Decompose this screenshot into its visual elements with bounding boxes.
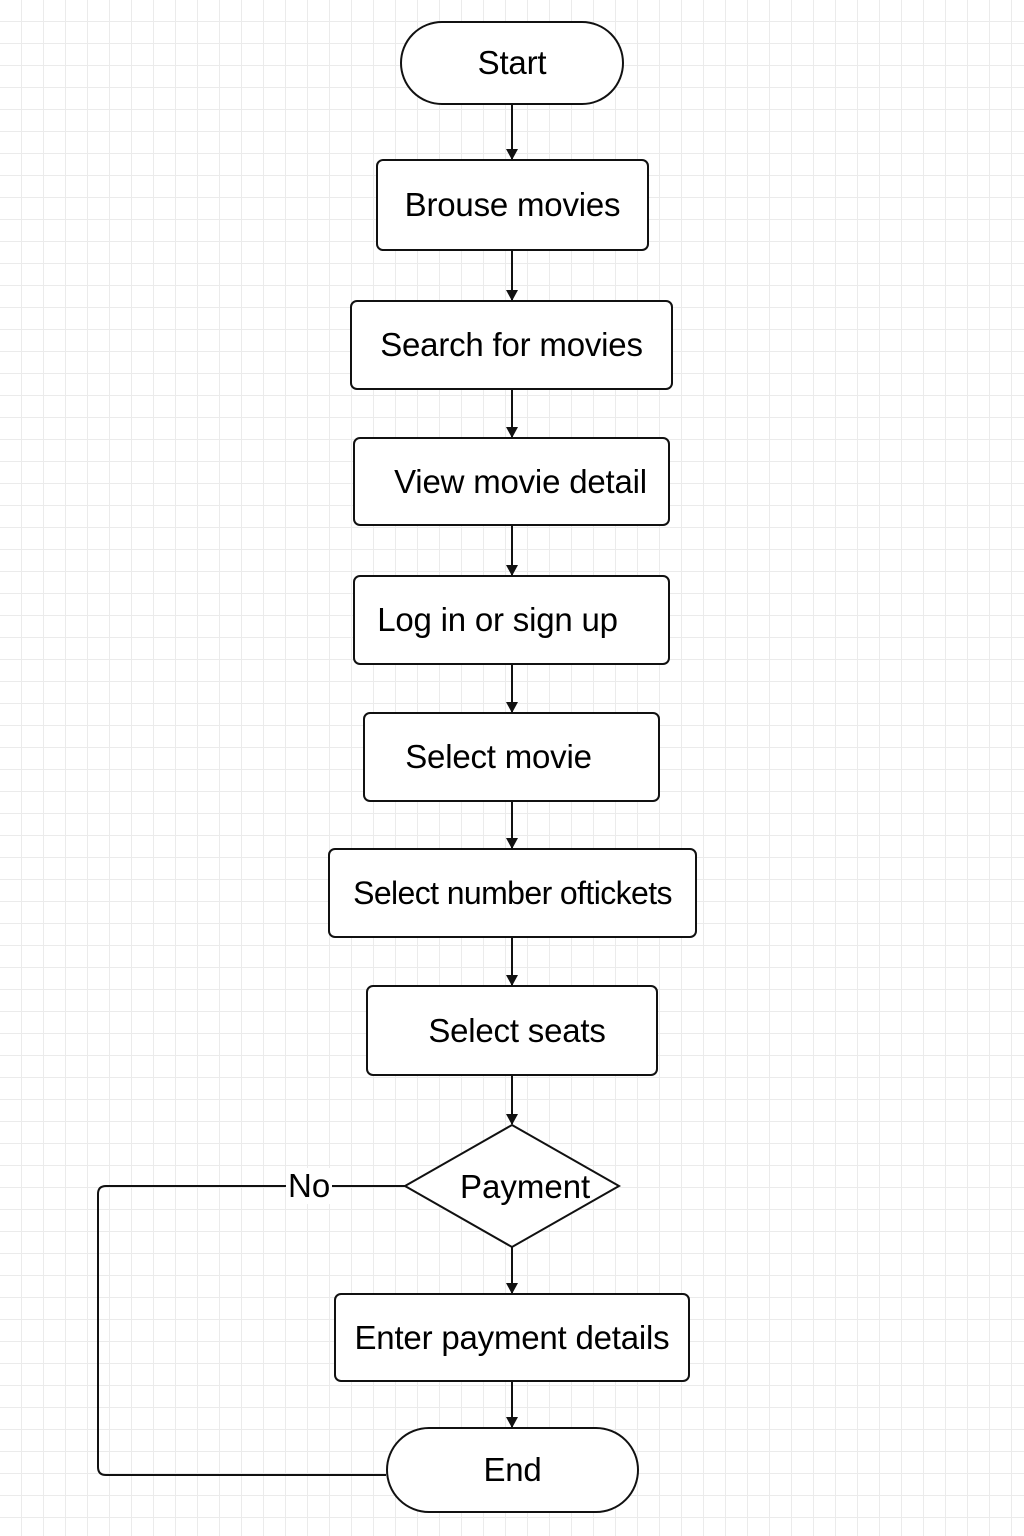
step-select-seats: Select seats	[366, 985, 658, 1076]
decision-label: Payment	[460, 1168, 591, 1205]
end-terminal: End	[386, 1427, 639, 1513]
step-view-movie-detail-label: View movie detail	[394, 462, 647, 500]
start-label: Start	[477, 44, 547, 81]
step-select-tickets: Select number oftickets	[328, 848, 697, 938]
end-label: End	[483, 1451, 542, 1488]
decision-diamond	[402, 1123, 622, 1249]
step-select-movie-label: Select movie	[405, 738, 592, 775]
step-enter-payment-details-label: Enter payment details	[354, 1318, 670, 1356]
step-select-tickets-label: Select number oftickets	[353, 874, 672, 911]
step-search-movies-label: Search for movies	[380, 326, 643, 363]
step-enter-payment-details: Enter payment details	[334, 1293, 690, 1382]
no-branch-connector	[97, 1185, 407, 1476]
step-select-movie: Select movie	[363, 712, 660, 802]
step-view-movie-detail: View movie detail	[353, 437, 670, 526]
no-branch-label: No	[286, 1167, 333, 1204]
step-log-in-label: Log in or sign up	[377, 601, 618, 638]
step-browse-movies: Brouse movies	[376, 159, 649, 251]
step-log-in: Log in or sign up	[353, 575, 670, 665]
start-terminal: Start	[400, 21, 624, 105]
step-search-movies: Search for movies	[350, 300, 673, 390]
step-browse-movies-label: Brouse movies	[404, 186, 621, 223]
step-select-seats-label: Select seats	[428, 1011, 606, 1049]
